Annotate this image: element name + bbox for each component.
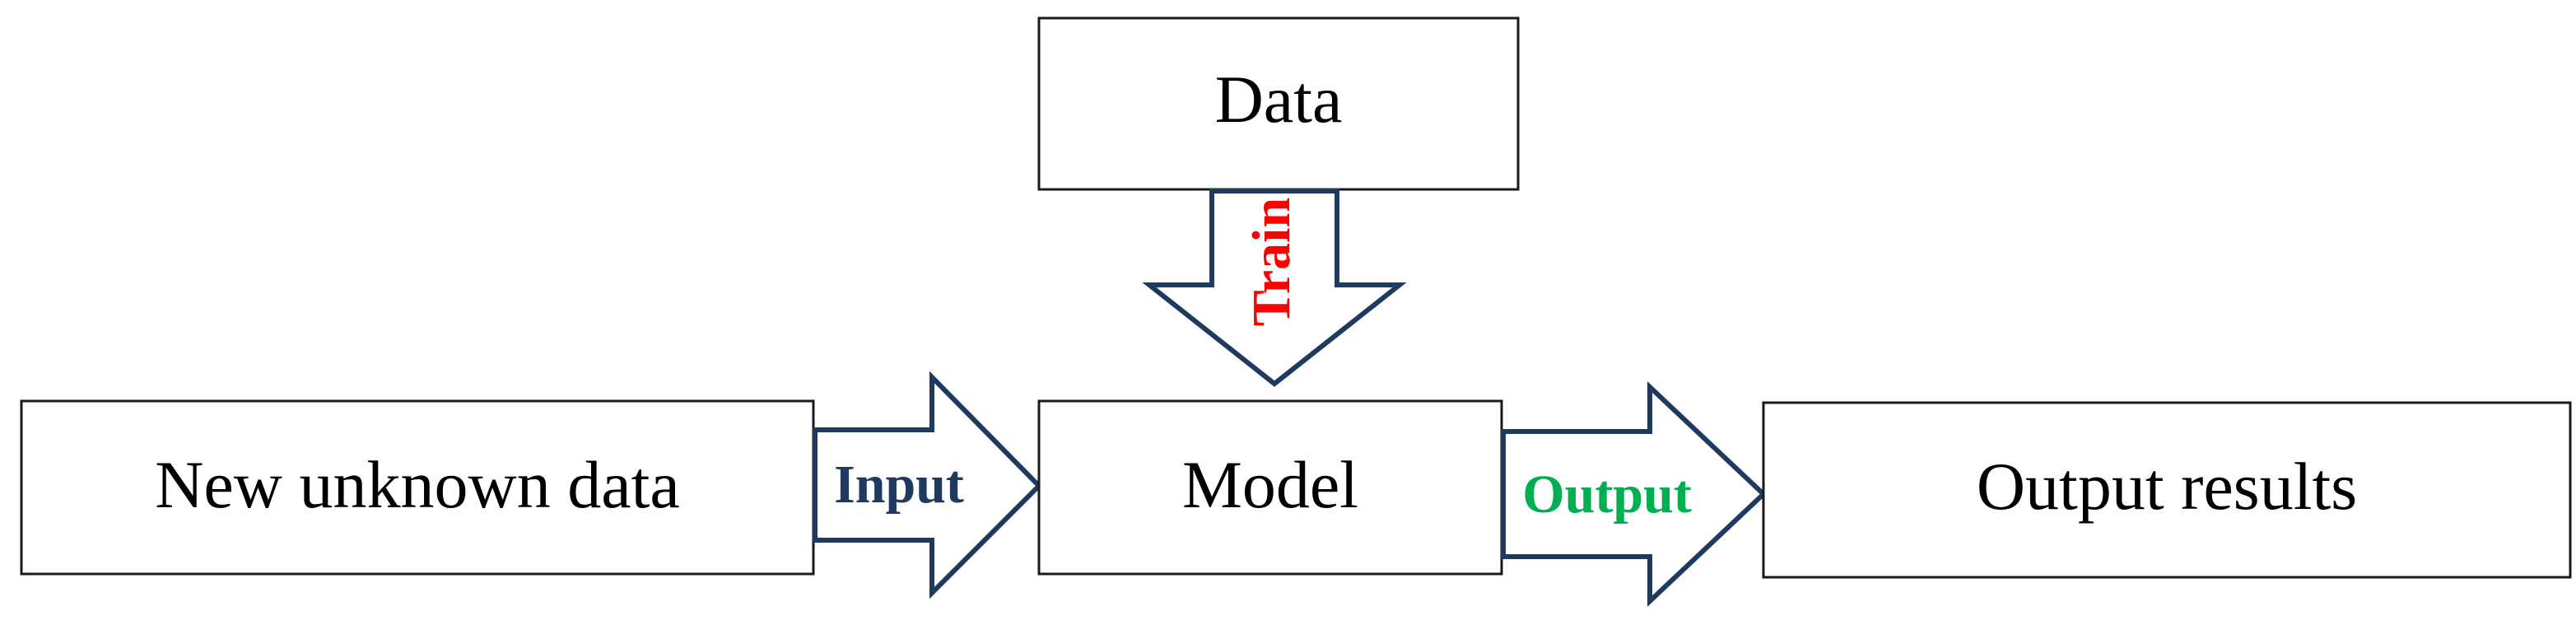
- input-arrow-label: Input: [834, 455, 964, 515]
- data-box: Data: [1037, 16, 1520, 191]
- input-arrow-shape: [813, 371, 1043, 599]
- new-data-box: New unknown data: [20, 399, 815, 576]
- train-arrow-shape: [1142, 189, 1407, 387]
- train-arrow: Train: [1142, 189, 1407, 387]
- model-box: Model: [1037, 399, 1503, 576]
- output-arrow-label: Output: [1522, 464, 1691, 525]
- output-results-box-label: Output results: [1977, 449, 2357, 524]
- data-box-label: Data: [1215, 62, 1343, 137]
- output-results-box: Output results: [1762, 401, 2572, 579]
- new-data-box-label: New unknown data: [155, 447, 680, 522]
- output-arrow: Output: [1501, 381, 1768, 607]
- train-arrow-label: Train: [1241, 198, 1302, 326]
- input-arrow: Input: [813, 371, 1043, 599]
- model-box-label: Model: [1182, 447, 1358, 522]
- output-arrow-shape: [1501, 381, 1768, 607]
